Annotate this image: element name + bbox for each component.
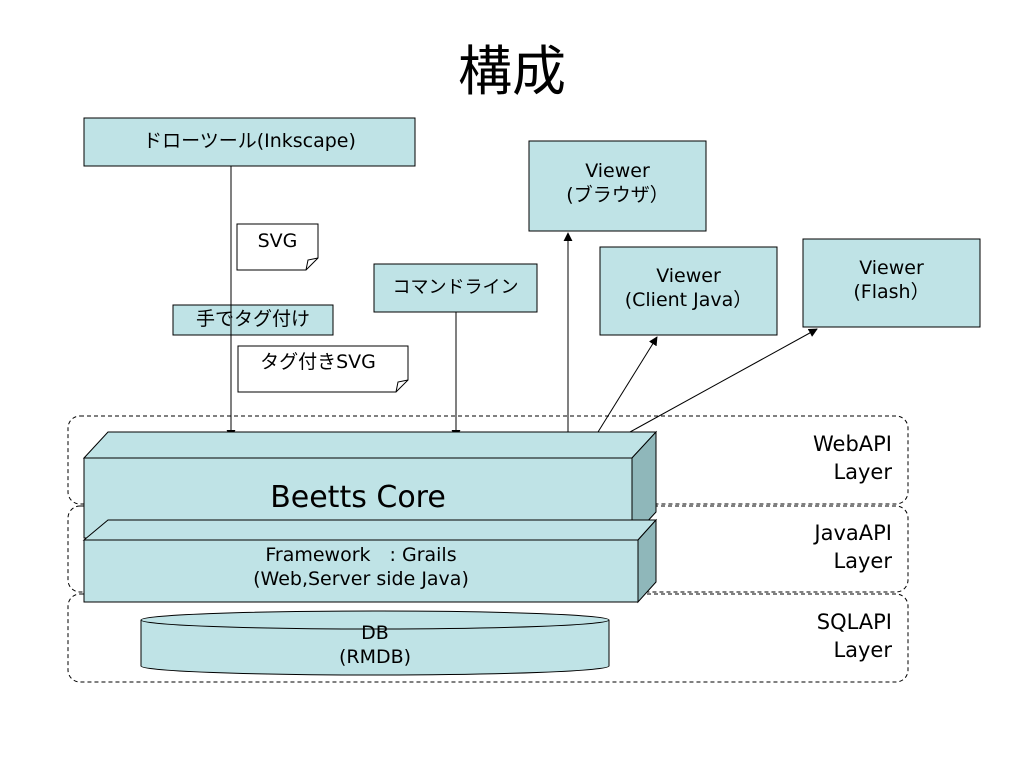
viewer-flash-line2: (Flash） xyxy=(853,280,930,303)
viewer-java-box xyxy=(599,246,778,336)
svg-document-label: SVG xyxy=(257,230,298,253)
draw-tool-box xyxy=(83,117,416,167)
arrow-core-to-java-viewer xyxy=(597,336,658,433)
viewer-java-line2: (Client Java） xyxy=(624,288,753,311)
core-block-top xyxy=(82,431,658,459)
viewer-browser-line2: (ブラウザ） xyxy=(566,183,669,206)
command-line-label: コマンドライン xyxy=(392,276,519,298)
viewer-browser-label: Viewer (ブラウザ） xyxy=(529,160,706,208)
framework-line2: (Web,Server side Java) xyxy=(253,567,469,590)
web-api-layer-line2: Layer xyxy=(833,460,892,485)
svg-document-shape xyxy=(236,223,319,271)
viewer-flash-label: Viewer (Flash） xyxy=(803,257,980,305)
sql-api-layer-label: SQLAPI Layer xyxy=(817,608,892,665)
framework-line1: Framework : Grails xyxy=(265,544,457,566)
tagging-box xyxy=(172,304,334,336)
viewer-browser-box xyxy=(528,140,707,232)
java-api-layer-line2: Layer xyxy=(833,549,892,574)
svg-document-fold xyxy=(305,257,319,271)
sql-api-layer-line1: SQLAPI xyxy=(816,610,892,634)
viewer-java-line1: Viewer xyxy=(656,265,721,287)
sql-api-layer-line2: Layer xyxy=(833,638,892,663)
tagged-svg-document-shape xyxy=(237,345,409,393)
java-api-layer-label: JavaAPI Layer xyxy=(814,519,892,576)
arrow-core-to-flash-viewer xyxy=(629,328,818,433)
title: 構成 xyxy=(458,40,566,103)
db-line2: (RMDB) xyxy=(338,645,412,668)
java-api-layer-line1: JavaAPI xyxy=(814,521,892,545)
viewer-java-label: Viewer (Client Java） xyxy=(600,265,777,313)
db-cylinder-top xyxy=(140,610,610,630)
web-api-layer-label: WebAPI Layer xyxy=(813,430,892,487)
tagging-label: 手でタグ付け xyxy=(195,308,310,331)
draw-tool-label: ドローツール(Inkscape) xyxy=(143,130,356,153)
viewer-flash-line1: Viewer xyxy=(859,257,924,279)
tagged-svg-document-fold xyxy=(395,379,409,393)
web-api-layer-line1: WebAPI xyxy=(812,432,892,456)
framework-label: Framework : Grails (Web,Server side Java… xyxy=(84,544,638,592)
tagged-svg-document-label: タグ付きSVG xyxy=(260,351,376,374)
command-line-box xyxy=(373,263,538,313)
db-label: DB (RMDB) xyxy=(141,622,609,670)
db-cylinder-body xyxy=(140,620,610,676)
viewer-browser-line1: Viewer xyxy=(585,160,650,182)
framework-block-front xyxy=(83,539,639,603)
db-line1: DB xyxy=(361,622,389,644)
core-label: Beetts Core xyxy=(270,480,446,516)
viewer-flash-box xyxy=(802,238,981,328)
